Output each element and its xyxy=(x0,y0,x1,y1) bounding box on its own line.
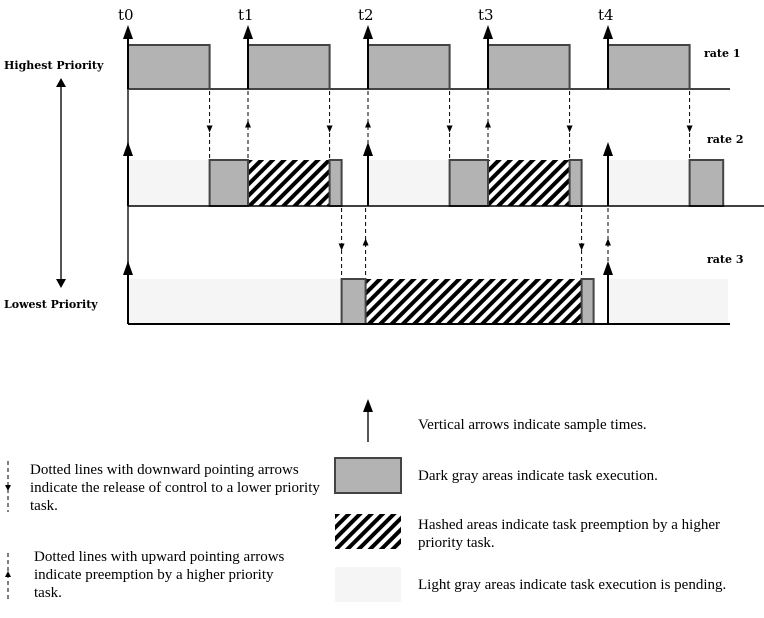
execution-block xyxy=(208,159,250,207)
legend-hashed-swatch xyxy=(335,514,401,549)
up-arrow-icon xyxy=(605,238,611,246)
execution-block xyxy=(568,159,583,207)
priority-axis-arrow xyxy=(56,78,66,288)
execution-block xyxy=(367,44,451,90)
pending-area xyxy=(128,279,342,324)
hashed-area xyxy=(365,279,582,324)
up-arrow-icon xyxy=(123,261,133,275)
up-arrow-icon xyxy=(56,78,66,87)
legend-hashed-text: Hashed areas indicate task preemption by… xyxy=(418,517,720,551)
up-arrow-icon xyxy=(243,25,253,39)
execution-block xyxy=(580,278,595,325)
legend-execution-swatch xyxy=(334,457,402,494)
legend-release-text: Dotted lines with downward pointing arro… xyxy=(30,462,320,514)
up-arrow-icon xyxy=(123,25,133,39)
down-arrow-icon xyxy=(5,485,11,491)
up-arrow-icon xyxy=(603,142,613,156)
execution-block xyxy=(328,159,343,207)
up-arrow-icon xyxy=(485,120,491,128)
pending-area xyxy=(128,160,210,206)
up-arrow-icon xyxy=(365,120,371,128)
pending-area xyxy=(608,160,690,206)
down-arrow-icon xyxy=(56,279,66,288)
legend-pending-swatch xyxy=(335,567,401,602)
execution-block xyxy=(448,159,490,207)
up-arrow-icon xyxy=(362,238,369,246)
legend-sample-arrow xyxy=(363,399,373,442)
pending-area xyxy=(368,160,450,206)
hashed-area xyxy=(488,160,570,206)
execution-block xyxy=(340,278,367,325)
down-arrow-icon xyxy=(578,243,585,251)
rate-label: rate 3 xyxy=(707,253,744,266)
legend-graphics xyxy=(5,399,402,602)
execution-block xyxy=(607,44,691,90)
pending-area xyxy=(608,279,728,324)
execution-block xyxy=(247,44,331,90)
legend-release-arrow xyxy=(5,461,11,512)
sample-time-label-t1: t1 xyxy=(238,6,254,24)
rate-label: rate 2 xyxy=(707,133,744,146)
down-arrow-icon xyxy=(566,125,573,133)
down-arrow-icon xyxy=(686,125,693,133)
up-arrow-icon xyxy=(5,571,11,577)
legend-execution-text: Dark gray areas indicate task execution. xyxy=(418,468,658,484)
up-arrow-icon xyxy=(483,25,493,39)
legend-pending-text: Light gray areas indicate task execution… xyxy=(418,577,727,593)
sample-time-label-t4: t4 xyxy=(598,6,614,24)
down-arrow-icon xyxy=(206,125,213,133)
legend-preemption-text: Dotted lines with upward pointing arrows… xyxy=(34,549,285,601)
up-arrow-icon xyxy=(245,120,251,128)
execution-block xyxy=(127,44,211,90)
legend-sample-times-text: Vertical arrows indicate sample times. xyxy=(418,417,647,433)
up-arrow-icon xyxy=(123,142,133,156)
up-arrow-icon xyxy=(363,25,373,39)
up-arrow-icon xyxy=(603,25,613,39)
down-arrow-icon xyxy=(326,125,333,133)
highest-priority-label: Highest Priority xyxy=(4,59,104,72)
up-arrow-icon xyxy=(363,399,373,412)
hashed-area xyxy=(248,160,330,206)
legend-preempt-arrow xyxy=(5,553,11,600)
down-arrow-icon xyxy=(446,125,453,133)
sample-time-label-t2: t2 xyxy=(358,6,374,24)
rate-label: rate 1 xyxy=(704,47,741,60)
execution-block xyxy=(688,159,725,207)
sample-time-label-t0: t0 xyxy=(118,6,134,24)
execution-block xyxy=(487,44,571,90)
sample-time-label-t3: t3 xyxy=(478,6,494,24)
down-arrow-icon xyxy=(338,243,345,251)
lowest-priority-label: Lowest Priority xyxy=(4,298,98,311)
